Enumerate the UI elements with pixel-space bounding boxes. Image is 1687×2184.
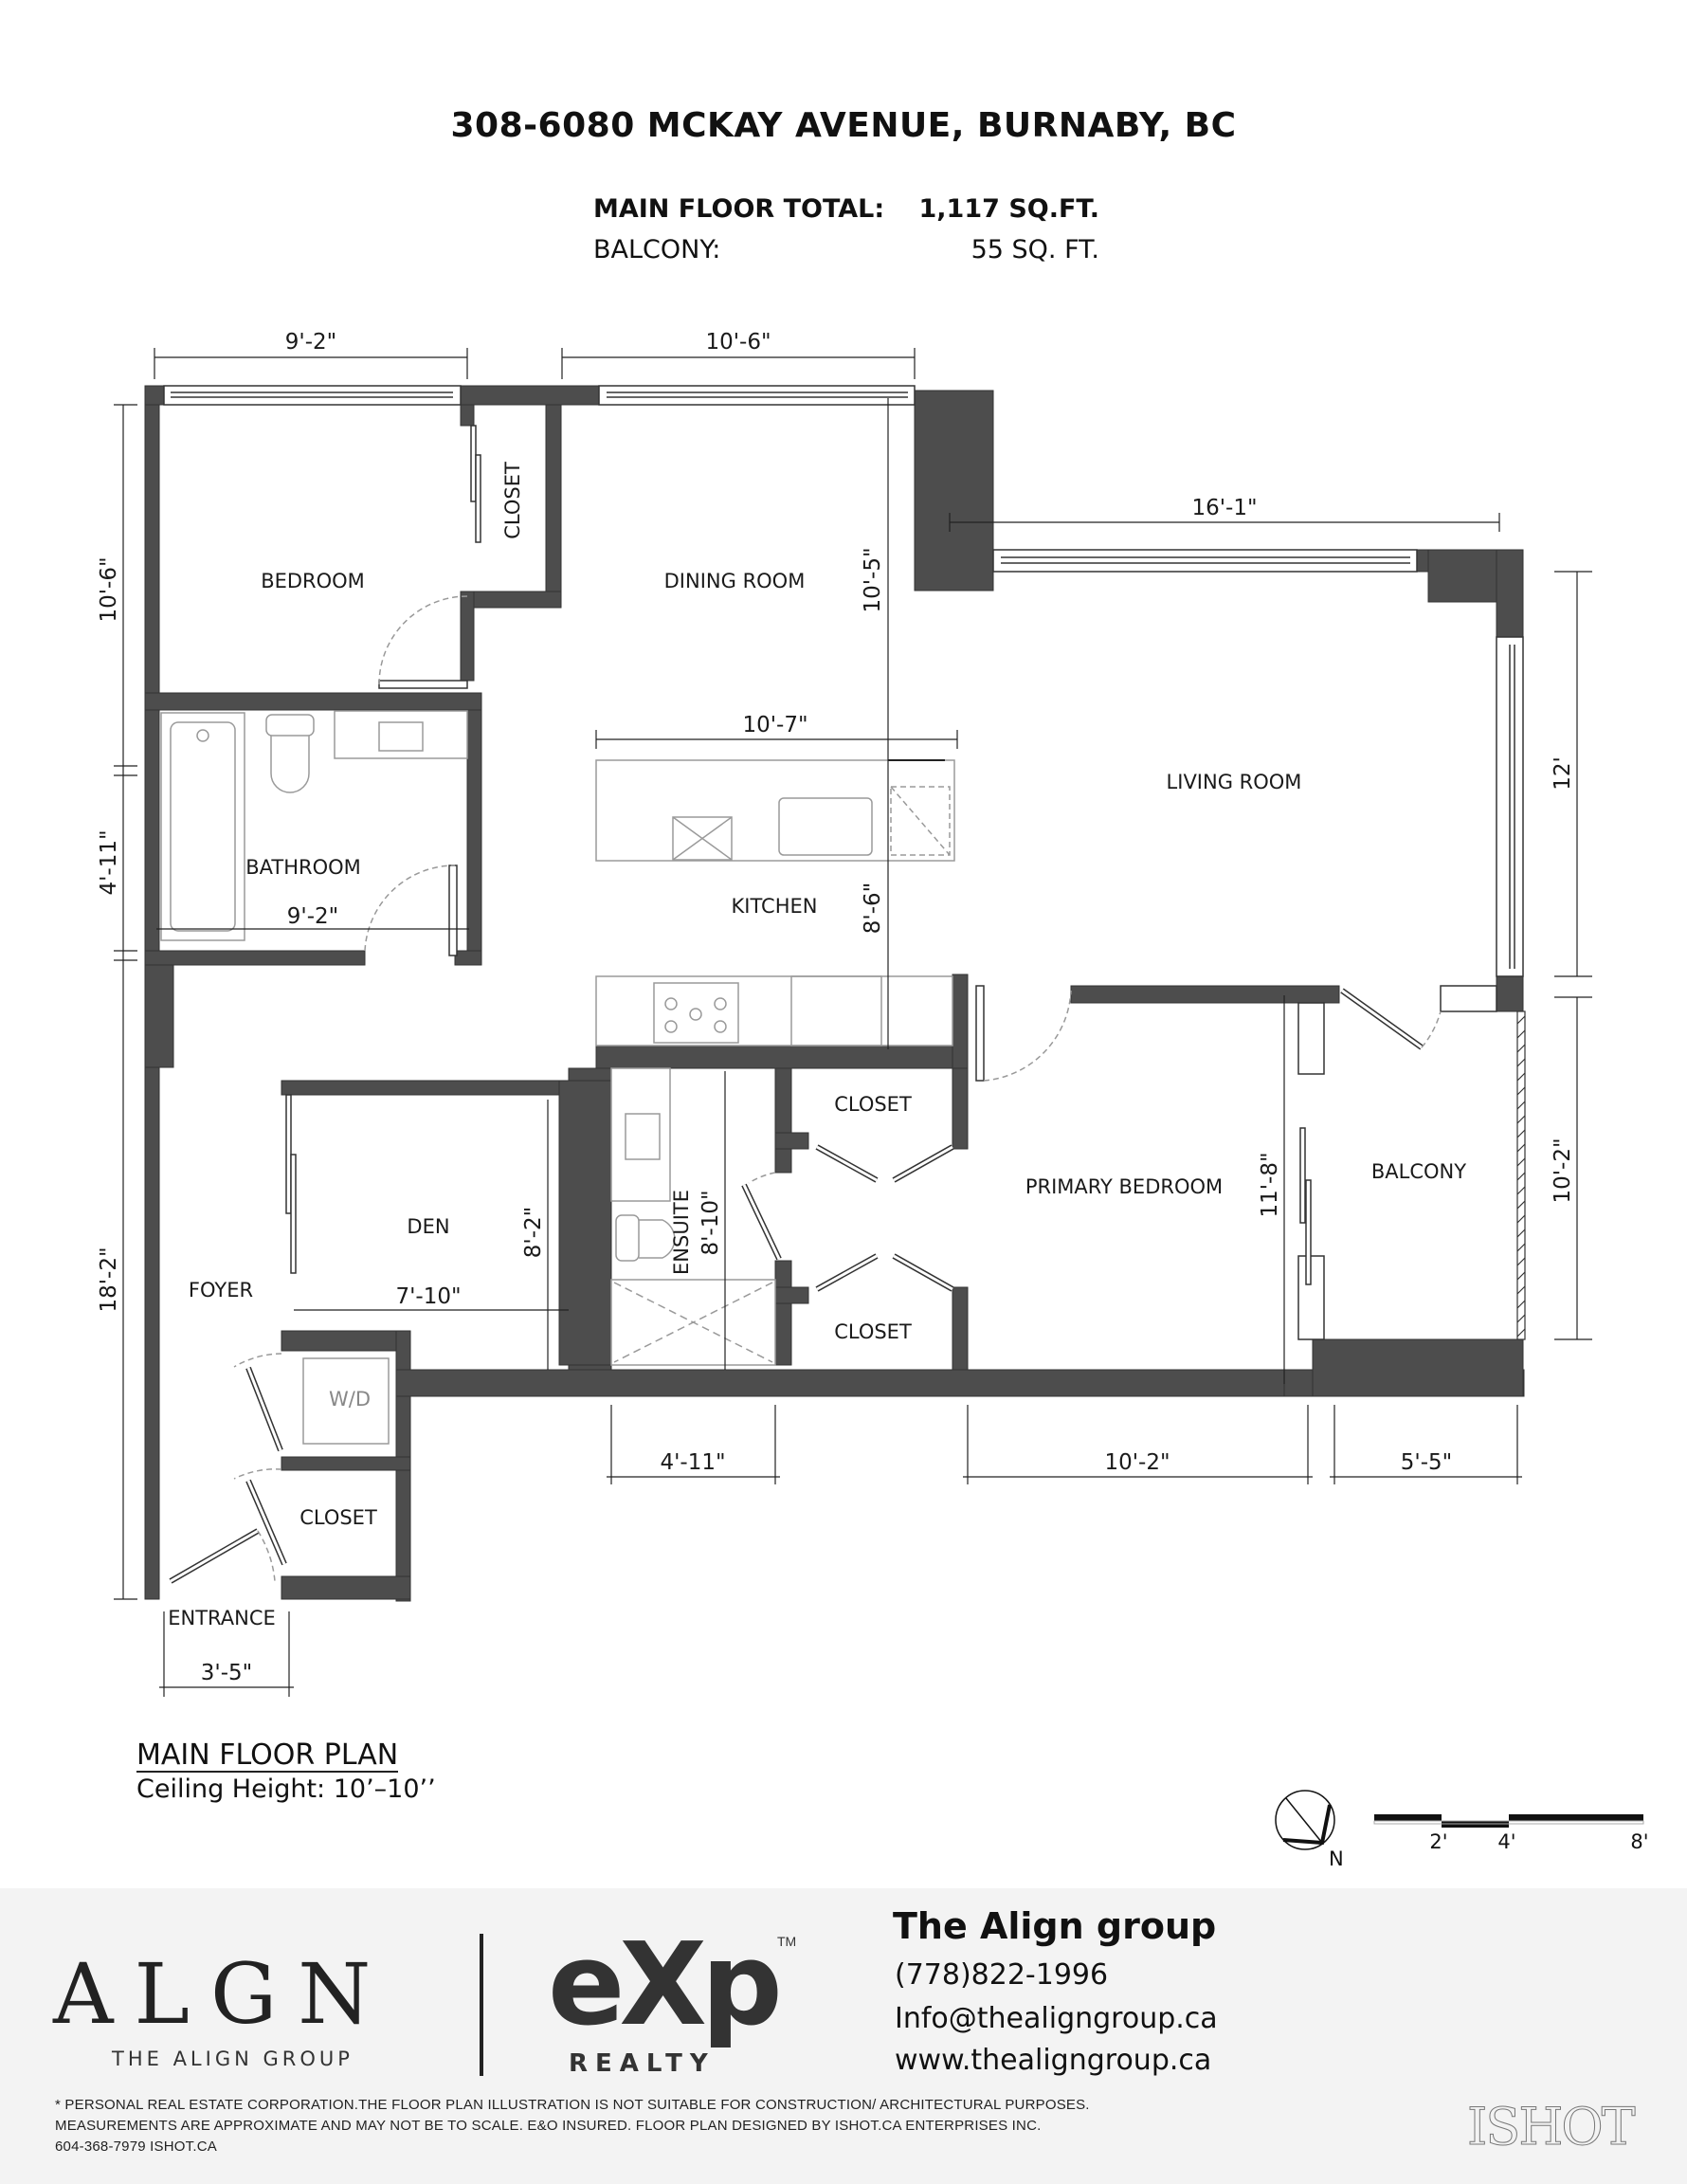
contact-email[interactable]: Info@thealigngroup.ca bbox=[895, 2002, 1218, 2035]
exp-logo: eXp bbox=[548, 1920, 783, 2051]
dim-left-foyer: 18'-2" bbox=[97, 1247, 121, 1312]
property-address-title: 308-6080 MCKAY AVENUE, BURNABY, BC bbox=[450, 106, 1237, 145]
dim-living-depth: 12' bbox=[1551, 756, 1575, 791]
dim-living-width: 16'-1" bbox=[1191, 496, 1257, 520]
room-label-ensuite: ENSUITE bbox=[670, 1190, 693, 1275]
scale-tick-8: 8' bbox=[1630, 1830, 1648, 1853]
dim-bathroom-width: 9'-2" bbox=[287, 904, 338, 929]
room-label-dining: DINING ROOM bbox=[664, 570, 806, 592]
room-label-balcony: BALCONY bbox=[1371, 1160, 1466, 1183]
balcony-railing bbox=[1516, 1010, 1526, 1340]
ishot-watermark-logo: ISHOT bbox=[1467, 2097, 1637, 2157]
north-arrow-icon: N bbox=[1275, 1790, 1344, 1870]
room-label-foyer-closet: CLOSET bbox=[299, 1506, 377, 1529]
room-label-entrance: ENTRANCE bbox=[168, 1607, 276, 1629]
washer-dryer bbox=[302, 1357, 390, 1445]
dim-balcony-width: 5'-5" bbox=[1401, 1450, 1452, 1475]
dim-left-bedroom: 10'-6" bbox=[97, 556, 121, 622]
kitchen-sink-icon bbox=[778, 797, 873, 856]
room-label-bedroom-closet: CLOSET bbox=[501, 462, 524, 539]
area-value: 1,117 SQ.FT. bbox=[918, 194, 1099, 224]
align-logo: ALGN bbox=[53, 1945, 392, 2043]
room-label-closet-upper: CLOSET bbox=[834, 1093, 912, 1116]
dimension-lines bbox=[114, 348, 1592, 1697]
dim-island-width: 10'-7" bbox=[742, 713, 807, 737]
dim-dining-depth: 10'-5" bbox=[861, 547, 885, 612]
north-label: N bbox=[1329, 1847, 1344, 1870]
balcony-area: BALCONY: 55 SQ. FT. bbox=[593, 235, 1099, 264]
windows bbox=[163, 385, 1524, 1340]
exp-trademark: TM bbox=[777, 1934, 797, 1949]
scale-bar: 2' 4' 8' bbox=[1373, 1814, 1649, 1853]
cooktop-icon bbox=[653, 982, 739, 1044]
main-floor-area: MAIN FLOOR TOTAL: 1,117 SQ.FT. bbox=[593, 194, 1099, 224]
scale-tick-4: 4' bbox=[1497, 1830, 1515, 1853]
area-label: MAIN FLOOR TOTAL: bbox=[593, 194, 885, 224]
plan-title: MAIN FLOOR PLAN bbox=[136, 1738, 399, 1773]
ceiling-height: Ceiling Height: 10’–10’’ bbox=[136, 1774, 436, 1804]
dim-den-width: 7'-10" bbox=[395, 1284, 461, 1309]
area-value: 55 SQ. FT. bbox=[970, 235, 1099, 264]
logo-divider bbox=[480, 1934, 483, 2076]
scale-tick-2: 2' bbox=[1429, 1830, 1447, 1853]
kitchen-counter bbox=[595, 975, 953, 1046]
dishwasher-icon bbox=[790, 975, 882, 1046]
room-label-bedroom: BEDROOM bbox=[261, 570, 365, 592]
contact-phone[interactable]: (778)822-1996 bbox=[895, 1958, 1109, 1992]
contact-name: The Align group bbox=[893, 1905, 1217, 1947]
room-label-kitchen: KITCHEN bbox=[732, 895, 818, 918]
dim-bedroom-width: 9'-2" bbox=[285, 330, 336, 355]
room-label-den: DEN bbox=[407, 1215, 449, 1238]
floor-plan: 9'-2" 10'-6" 16'-1" 10'-5" 10'-7" 8'-6" … bbox=[97, 330, 1649, 1870]
ensuite-toilet-icon bbox=[615, 1214, 640, 1262]
disclaimer-line: 604-368-7979 ISHOT.CA bbox=[55, 2138, 217, 2155]
toilet-icon bbox=[265, 714, 315, 737]
footer-banner bbox=[0, 1888, 1687, 2184]
dim-den-depth: 8'-2" bbox=[521, 1207, 546, 1258]
sink-icon bbox=[378, 721, 424, 752]
room-label-foyer: FOYER bbox=[189, 1279, 253, 1301]
shower-icon bbox=[610, 1279, 776, 1366]
room-label-closet-lower: CLOSET bbox=[834, 1320, 912, 1343]
exp-realty-label: REALTY bbox=[569, 2049, 716, 2078]
ensuite-sink-icon bbox=[625, 1113, 661, 1160]
dim-ensuite-width: 4'-11" bbox=[660, 1450, 725, 1475]
bathtub-icon bbox=[160, 712, 245, 941]
disclaimer-line: MEASUREMENTS ARE APPROXIMATE AND MAY NOT… bbox=[55, 2118, 1042, 2134]
dim-entrance-width: 3'-5" bbox=[201, 1661, 252, 1685]
dim-ensuite-depth: 8'-10" bbox=[698, 1190, 723, 1255]
align-subtitle: THE ALIGN GROUP bbox=[112, 2048, 354, 2070]
disclaimer-line: * PERSONAL REAL ESTATE CORPORATION.THE F… bbox=[55, 2097, 1090, 2113]
dim-primary-depth: 11'-8" bbox=[1258, 1152, 1282, 1217]
doors bbox=[169, 425, 1442, 1584]
contact-website[interactable]: www.thealigngroup.ca bbox=[895, 2044, 1212, 2077]
dim-dining-width: 10'-6" bbox=[705, 330, 771, 355]
room-label-living: LIVING ROOM bbox=[1167, 771, 1302, 793]
kitchen-island bbox=[595, 759, 955, 862]
dim-balcony-depth: 10'-2" bbox=[1551, 1138, 1575, 1203]
room-label-bathroom: BATHROOM bbox=[245, 856, 361, 879]
dim-primary-width: 10'-2" bbox=[1104, 1450, 1170, 1475]
room-label-primary-bedroom: PRIMARY BEDROOM bbox=[1025, 1175, 1223, 1198]
dim-left-bathroom: 4'-11" bbox=[97, 829, 121, 895]
area-label: BALCONY: bbox=[593, 235, 721, 264]
dim-kitchen-depth: 8'-6" bbox=[861, 883, 885, 934]
room-label-wd: W/D bbox=[329, 1388, 371, 1410]
fixtures bbox=[160, 710, 955, 1445]
